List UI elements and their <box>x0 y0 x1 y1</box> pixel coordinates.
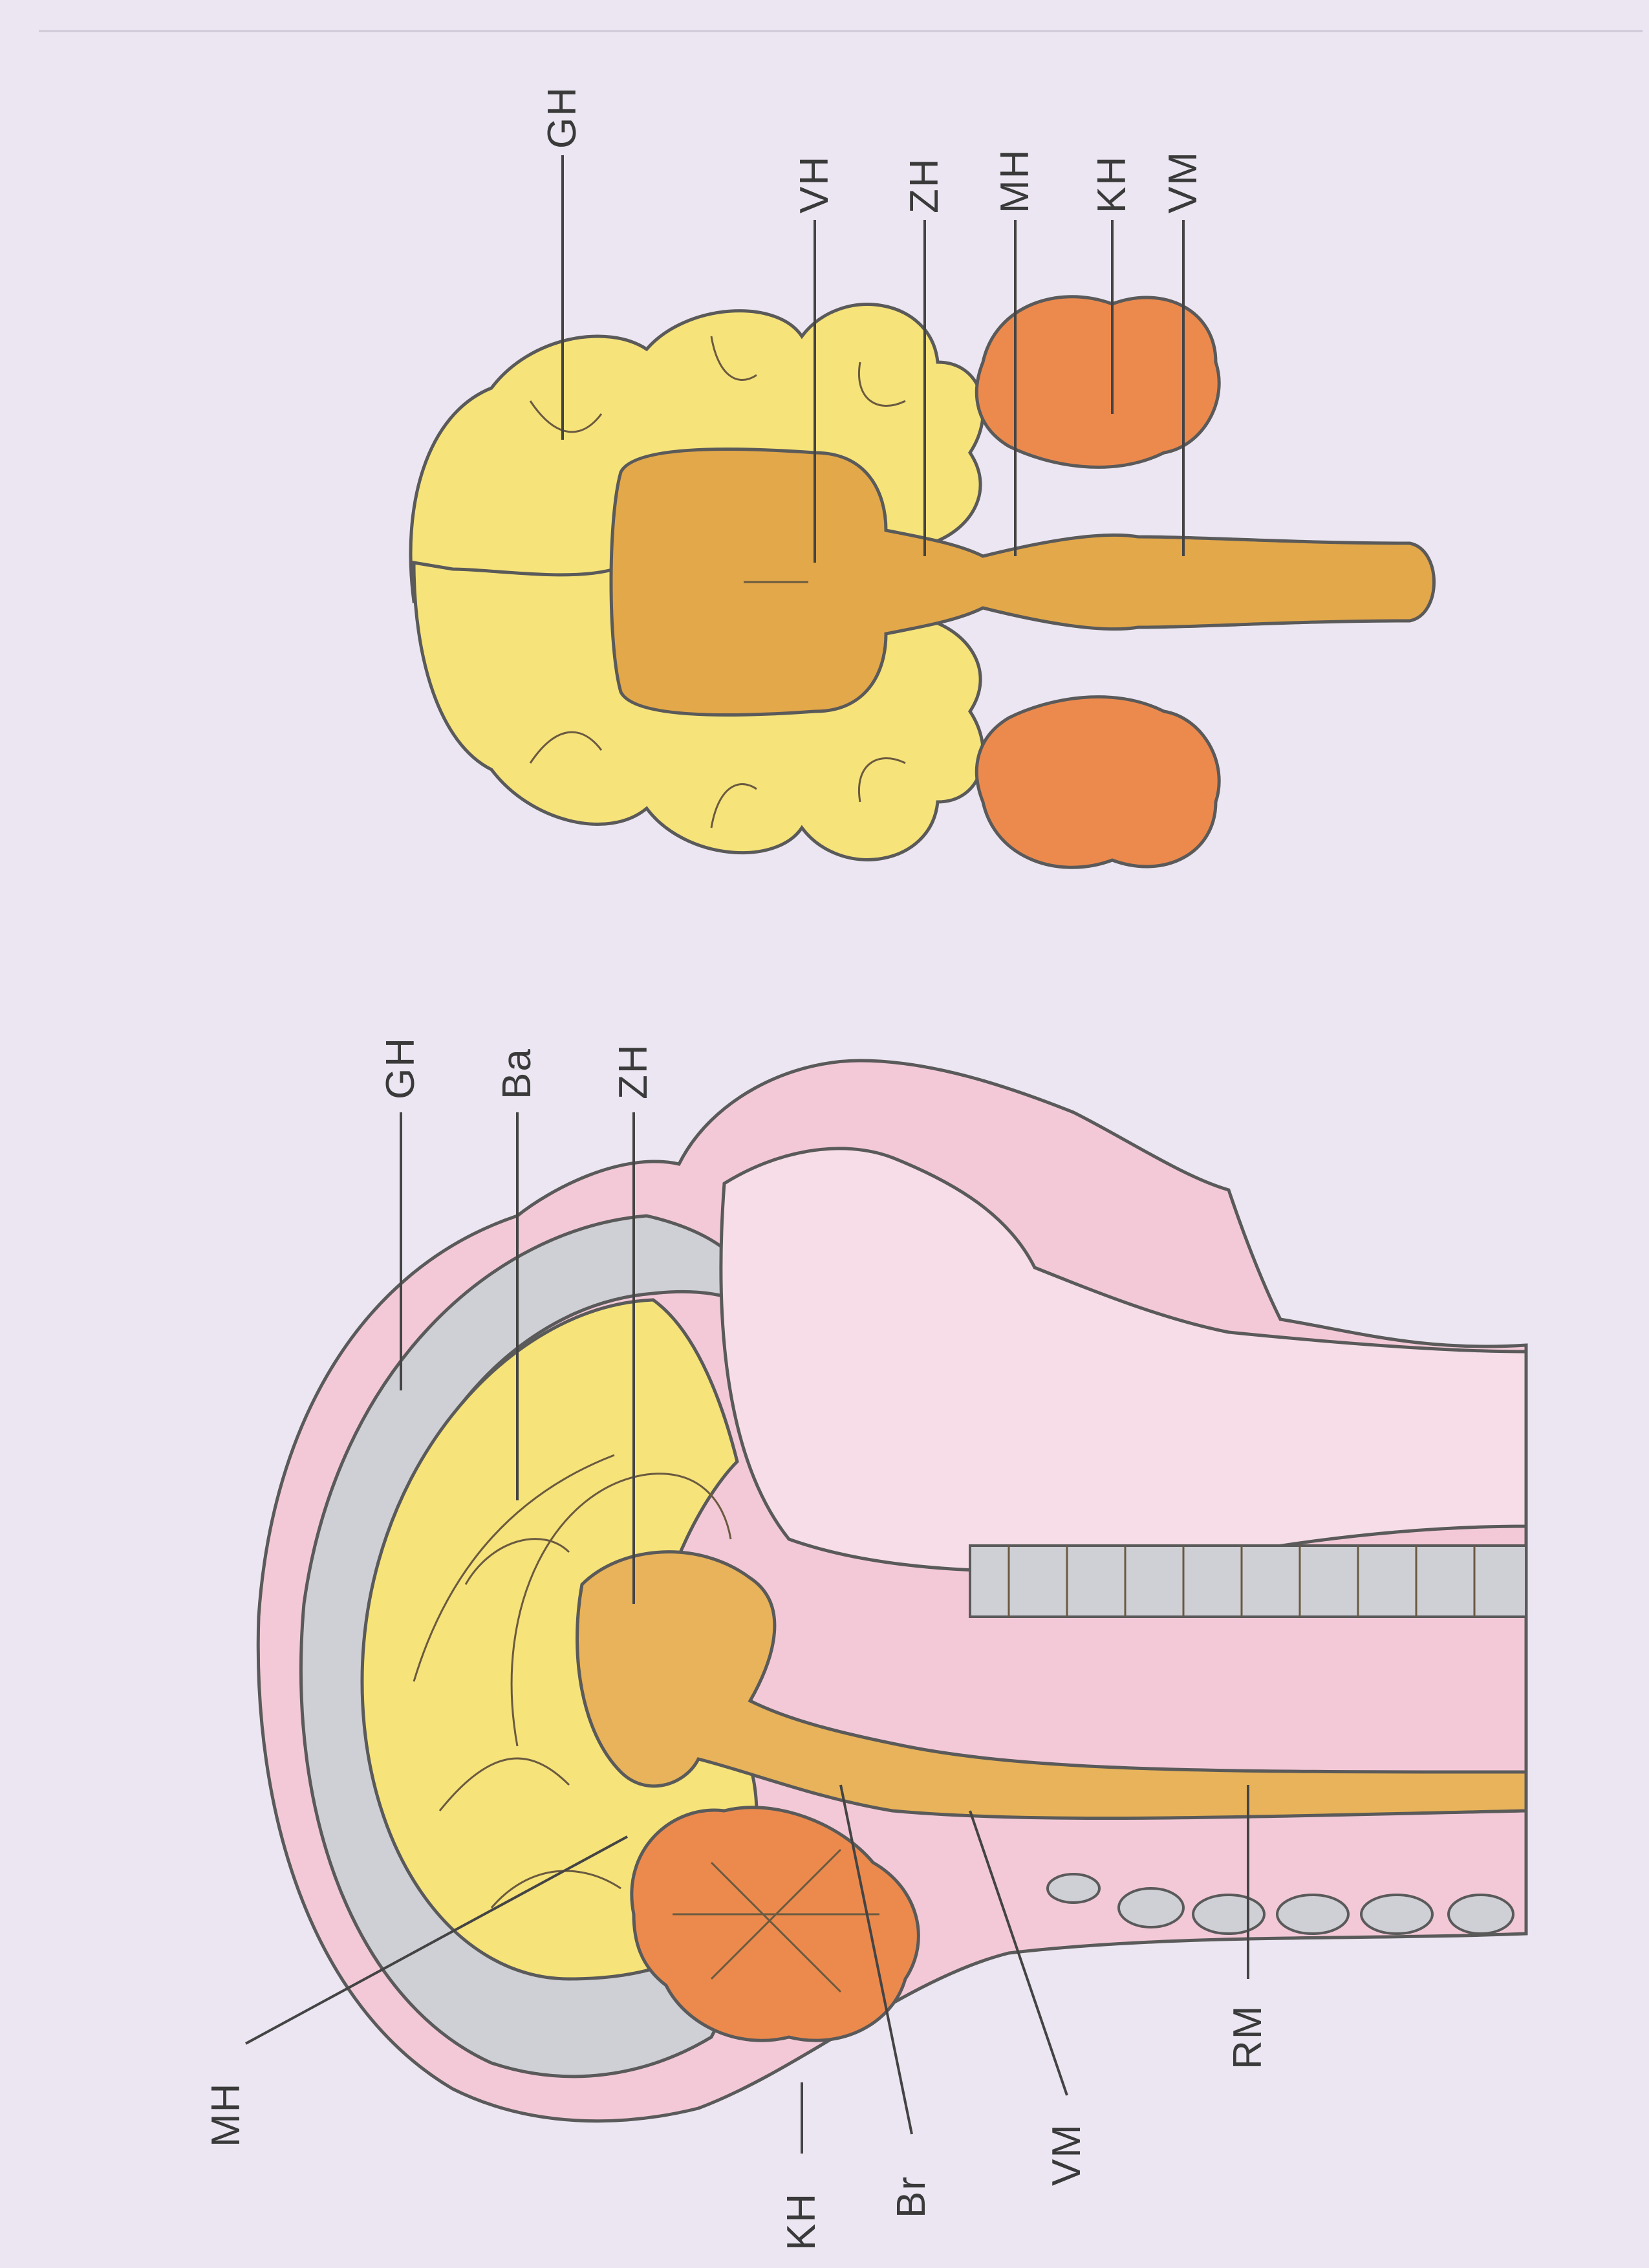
sulcus-line <box>858 757 906 803</box>
diencephalon-top <box>609 447 1436 717</box>
label-mh-top: MH <box>993 149 1037 213</box>
label-ba-section: Ba <box>495 1048 539 1099</box>
label-vh-top: VH <box>792 155 837 213</box>
cerebellum-left-lobe <box>975 295 1221 469</box>
label-mh-section: MH <box>204 2082 248 2147</box>
label-gh-top: GH <box>540 86 585 149</box>
label-gh-section: GH <box>378 1037 423 1099</box>
gyrus-line <box>413 1454 615 1682</box>
label-zh-top: ZH <box>902 157 947 213</box>
label-kh-section: KH <box>779 2192 824 2251</box>
sulcus-line <box>710 783 757 828</box>
leader-br-section <box>839 1784 913 2135</box>
leader-mh-section <box>245 1835 628 2045</box>
label-vm-top: VM <box>1161 151 1205 213</box>
spinous-processes <box>1046 1873 1514 1935</box>
gyrus-line <box>438 1757 570 1811</box>
gyrus-line <box>464 1538 570 1585</box>
corpus-callosum <box>510 1473 732 1747</box>
gyrus-line <box>490 1870 621 1908</box>
label-kh-top: KH <box>1090 155 1134 213</box>
cerebellum-section <box>630 1806 920 2042</box>
leader-vm-section <box>969 1810 1068 2096</box>
brain-top-view: GH VH ZH MH KH VM <box>409 86 1436 869</box>
brainstem-section <box>576 1550 1528 1820</box>
cerebellum-right-lobe <box>975 695 1221 869</box>
label-vm-section: VM <box>1044 2123 1089 2186</box>
label-rm-section: RM <box>1225 2005 1270 2069</box>
label-br-section: Br <box>889 2176 934 2218</box>
sulcus-line <box>529 400 603 433</box>
sulcus-line <box>710 336 757 381</box>
arbor-vitae <box>673 1848 879 1993</box>
vertebral-column <box>969 1544 1527 1618</box>
sulcus-line <box>529 731 603 764</box>
sulcus-line <box>858 362 906 407</box>
head-sagittal-section: GH Ba ZH MH KH Br VM RM <box>204 1037 1528 2251</box>
label-zh-section: ZH <box>611 1043 656 1099</box>
nasal-oral-cavity <box>719 1147 1528 1573</box>
